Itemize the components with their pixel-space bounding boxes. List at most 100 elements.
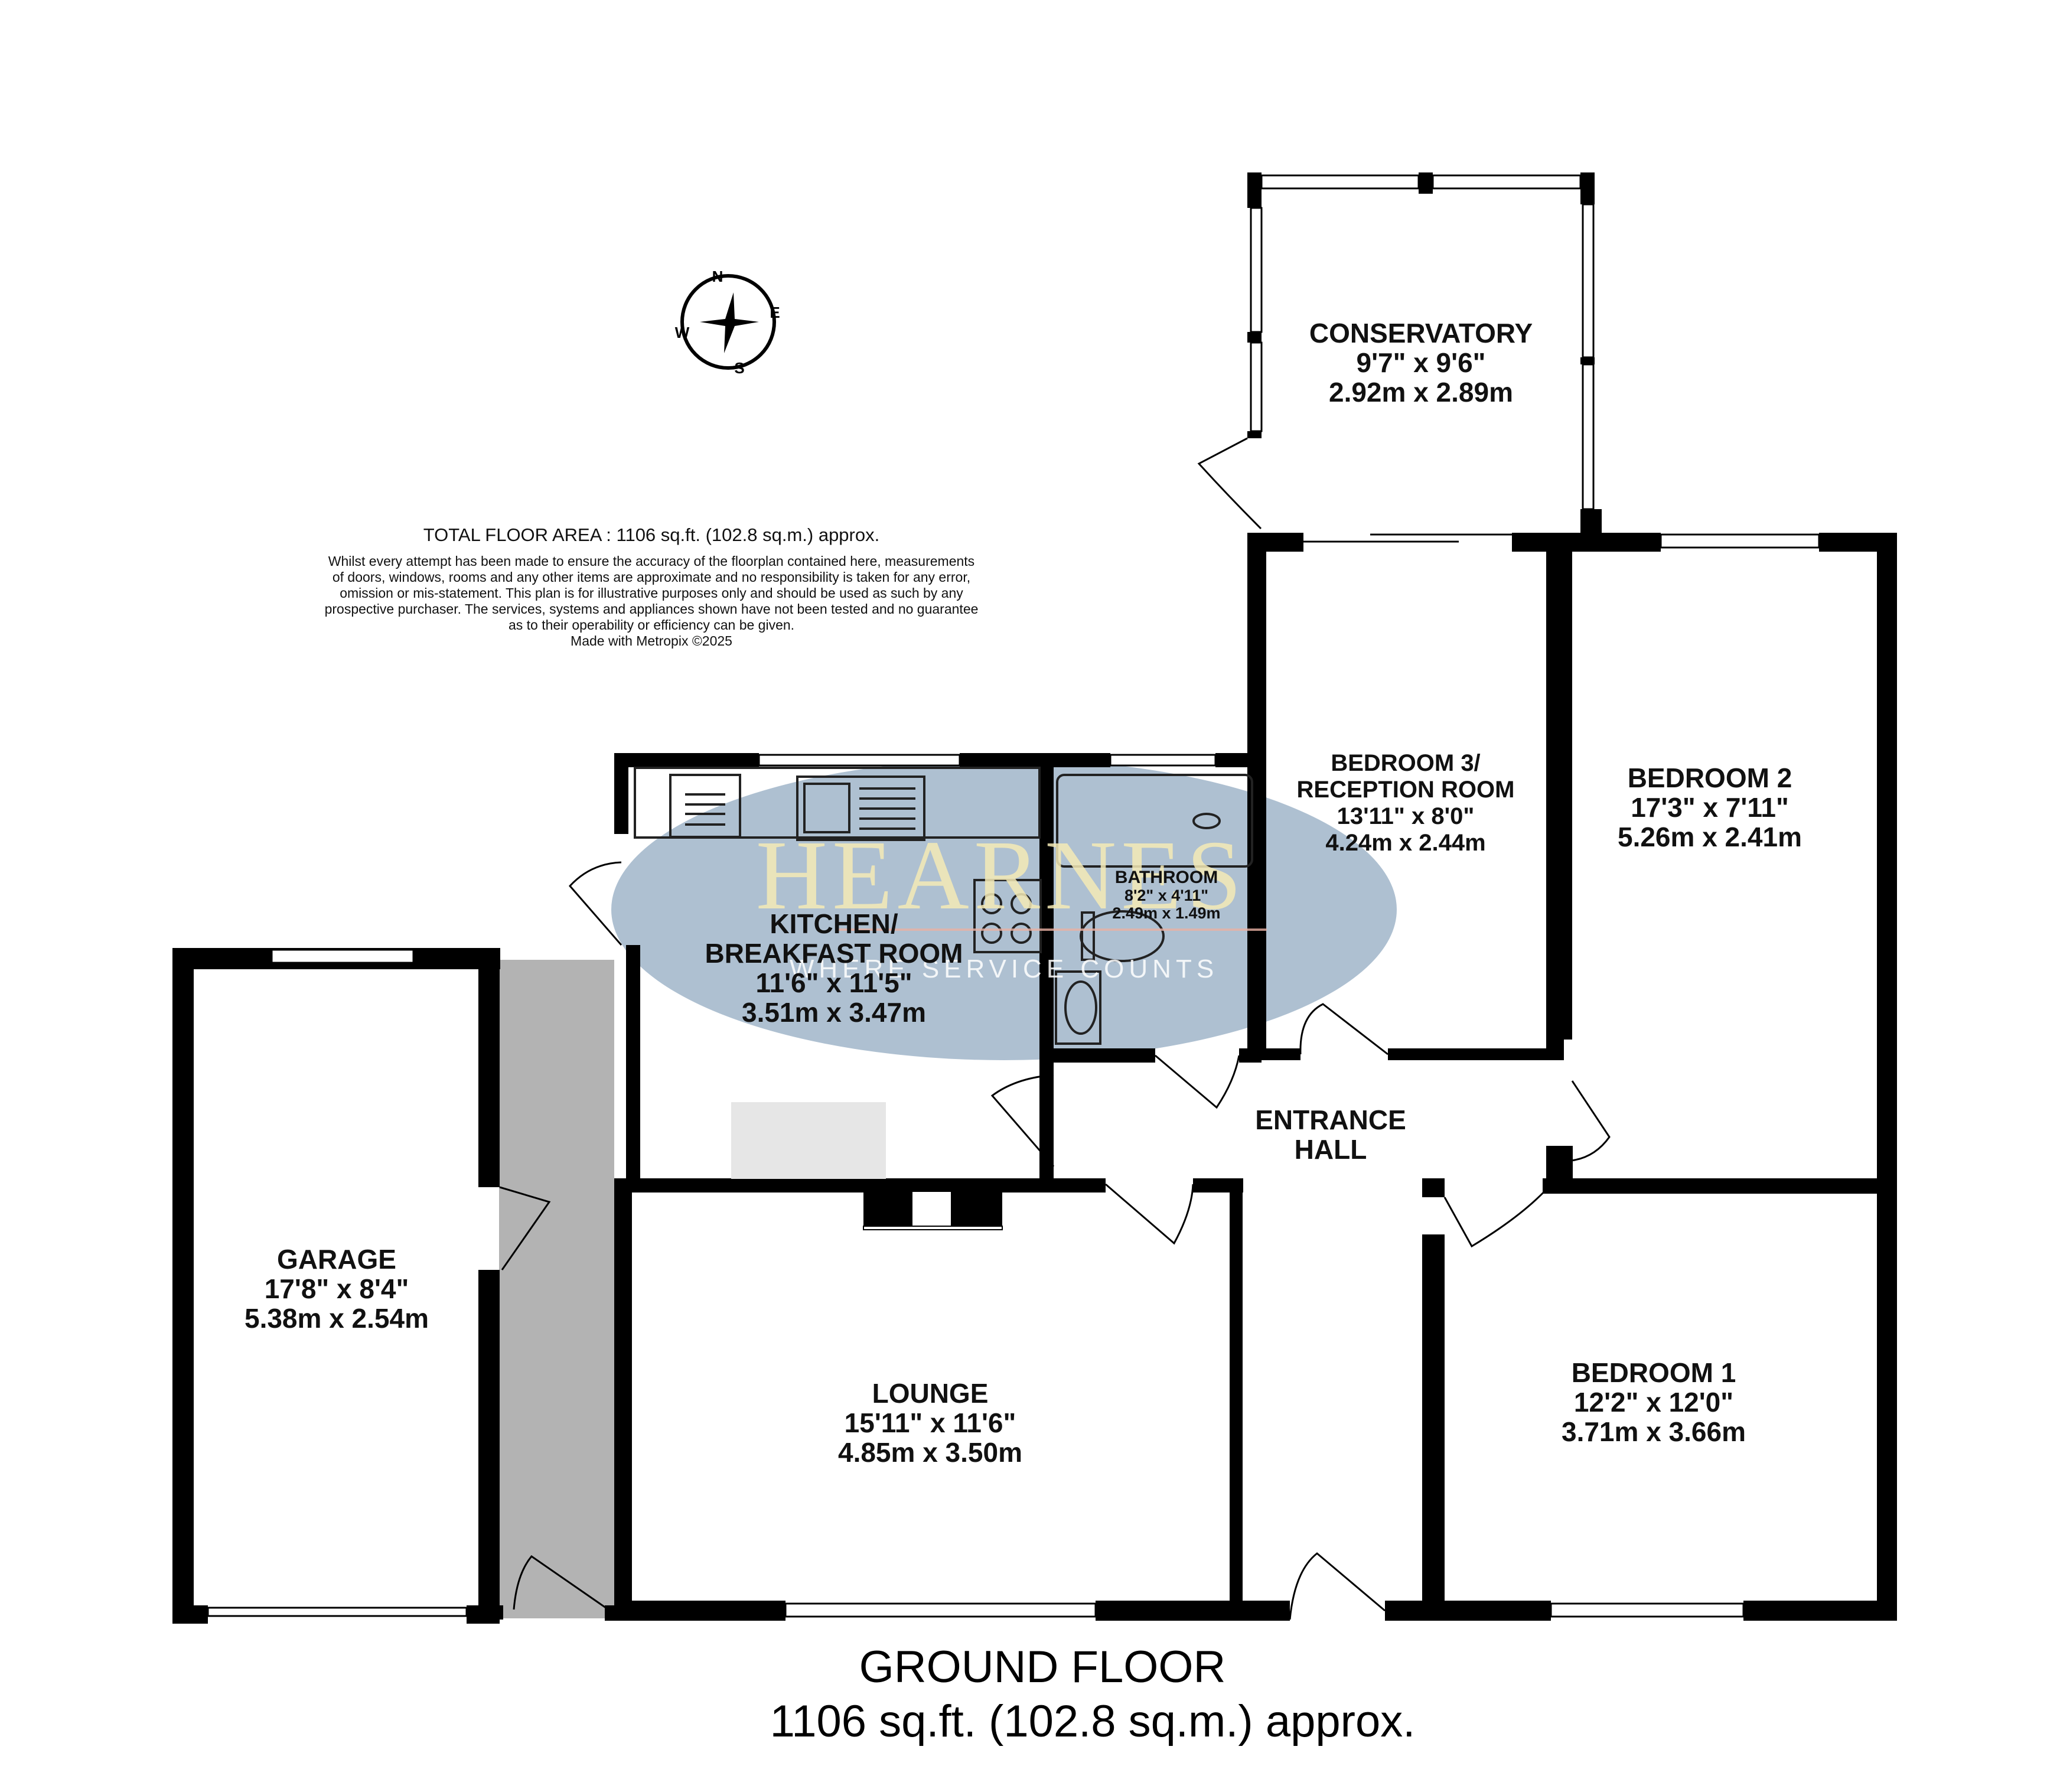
room-bedroom2: BEDROOM 2 17'3" x 7'11" 5.26m x 2.41m	[1618, 763, 1802, 852]
room-imperial: 17'3" x 7'11"	[1631, 792, 1789, 823]
room-name: BEDROOM 3/	[1331, 750, 1480, 776]
room-name: LOUNGE	[872, 1378, 989, 1409]
door-bedroom3-sliding	[1303, 533, 1512, 543]
walls	[172, 172, 1897, 1624]
side-passage	[499, 960, 614, 1618]
room-metric: 4.24m x 2.44m	[1325, 830, 1485, 856]
room-name: BREAKFAST ROOM	[705, 938, 963, 969]
floor-title: GROUND FLOOR	[859, 1642, 1226, 1692]
watermark-rule	[839, 928, 1267, 931]
windows	[207, 174, 1820, 1618]
room-entrance-hall: ENTRANCE HALL	[1255, 1104, 1406, 1165]
hob-ring	[1011, 923, 1032, 944]
compass-star-icon	[700, 292, 759, 353]
watermark-tagline: WHERE SERVICE COUNTS	[790, 954, 1218, 983]
total-floor-area: TOTAL FLOOR AREA : 1106 sq.ft. (102.8 sq…	[423, 524, 879, 545]
fixtures	[634, 767, 1253, 1230]
floor-area: 1106 sq.ft. (102.8 sq.m.) approx.	[770, 1696, 1416, 1747]
room-name: ENTRANCE	[1255, 1104, 1406, 1135]
room-lounge: LOUNGE 15'11" x 11'6" 4.85m x 3.50m	[838, 1378, 1022, 1468]
basin-bowl	[1064, 980, 1097, 1035]
room-kitchen: KITCHEN/ BREAKFAST ROOM 11'6" x 11'5" 3.…	[705, 908, 963, 1028]
disclaimer-line: prospective purchaser. The services, sys…	[325, 601, 979, 617]
room-garage: GARAGE 17'8" x 8'4" 5.38m x 2.54m	[245, 1244, 429, 1334]
washing-machine-icon	[685, 793, 725, 826]
door-lounge	[1105, 1183, 1194, 1245]
window-conservatory-right-lower	[1582, 363, 1595, 510]
room-name: BEDROOM 2	[1628, 763, 1792, 793]
room-imperial: 17'8" x 8'4"	[265, 1273, 409, 1304]
room-name: CONSERVATORY	[1309, 318, 1533, 348]
room-name: RECEPTION ROOM	[1297, 777, 1515, 803]
window-conservatory-left-lower	[1250, 341, 1263, 432]
watermark-ellipse	[611, 759, 1397, 1060]
window-conservatory-right-upper	[1582, 203, 1595, 359]
door-bedroom2	[1570, 1080, 1611, 1162]
room-bedroom1: BEDROOM 1 12'2" x 12'0" 3.71m x 3.66m	[1562, 1357, 1746, 1447]
door-garage-side	[499, 1186, 551, 1270]
toilet-cistern	[1081, 911, 1095, 961]
room-metric: 5.38m x 2.54m	[245, 1303, 429, 1334]
hob	[973, 879, 1042, 953]
room-metric: 4.85m x 3.50m	[838, 1437, 1022, 1468]
room-metric: 2.49m x 1.49m	[1112, 904, 1220, 922]
room-imperial: 8'2" x 4'11"	[1124, 887, 1208, 904]
watermark	[611, 759, 1397, 1060]
compass-e: E	[770, 304, 780, 321]
compass-n: N	[712, 268, 723, 285]
disclaimer-line: as to their operability or efficiency ca…	[509, 617, 794, 633]
kitchen-table	[731, 1102, 886, 1179]
room-conservatory: CONSERVATORY 9'7" x 9'6" 2.92m x 2.89m	[1309, 318, 1533, 408]
room-bedroom3: BEDROOM 3/ RECEPTION ROOM 13'11" x 8'0" …	[1297, 750, 1515, 856]
compass: N E S W	[675, 268, 780, 377]
kitchen-counter	[634, 767, 1041, 839]
disclaimer-line: Whilst every attempt has been made to en…	[328, 553, 974, 569]
room-metric: 3.71m x 3.66m	[1562, 1416, 1746, 1447]
disclaimer-line: Made with Metropix ©2025	[571, 633, 732, 649]
room-imperial: 9'7" x 9'6"	[1357, 347, 1486, 378]
disclaimer-line: omission or mis-statement. This plan is …	[340, 585, 963, 601]
garage-door	[207, 1607, 468, 1617]
window-conservatory-top-left	[1260, 174, 1420, 190]
door-bedroom1	[1443, 1187, 1549, 1248]
window-bedroom1	[1550, 1602, 1745, 1618]
room-metric: 3.51m x 3.47m	[742, 997, 926, 1028]
fireplace-hearth	[912, 1192, 951, 1229]
room-name: KITCHEN/	[770, 908, 898, 939]
room-name: GARAGE	[277, 1244, 396, 1275]
window-garage	[270, 949, 415, 964]
window-lounge	[784, 1602, 1097, 1618]
fireplace-line	[863, 1226, 1003, 1230]
door-passage	[513, 1555, 609, 1611]
room-imperial: 12'2" x 12'0"	[1574, 1387, 1733, 1418]
compass-s: S	[734, 359, 744, 377]
room-name: HALL	[1295, 1134, 1367, 1165]
disclaimer-line: of doors, windows, rooms and any other i…	[333, 569, 970, 585]
room-name: BEDROOM 1	[1572, 1357, 1736, 1388]
bath	[1056, 774, 1253, 868]
door-kitchen-hall	[990, 1074, 1055, 1167]
room-imperial: 13'11" x 8'0"	[1337, 803, 1475, 829]
window-conservatory-top-right	[1432, 174, 1582, 190]
disclaimer: TOTAL FLOOR AREA : 1106 sq.ft. (102.8 sq…	[325, 524, 979, 649]
door-conservatory	[1197, 437, 1262, 530]
door-bathroom	[1155, 1054, 1240, 1109]
hob-ring	[981, 923, 1002, 944]
doors	[499, 437, 1611, 1620]
watermark-brand: HEARNES	[756, 820, 1247, 930]
hob-ring	[981, 893, 1002, 914]
bath-drain	[1192, 813, 1221, 829]
window-bathroom	[1109, 754, 1217, 767]
hob-ring	[1011, 893, 1032, 914]
basin	[1055, 970, 1101, 1045]
washing-machine	[669, 774, 741, 838]
room-metric: 5.26m x 2.41m	[1618, 822, 1802, 852]
window-kitchen	[758, 754, 961, 767]
door-bedroom3	[1299, 1003, 1388, 1055]
room-imperial: 15'11" x 11'6"	[845, 1407, 1016, 1438]
room-imperial: 11'6" x 11'5"	[755, 967, 912, 998]
kitchen-drainer	[859, 787, 915, 830]
room-metric: 2.92m x 2.89m	[1329, 377, 1513, 408]
compass-w: W	[675, 324, 690, 341]
